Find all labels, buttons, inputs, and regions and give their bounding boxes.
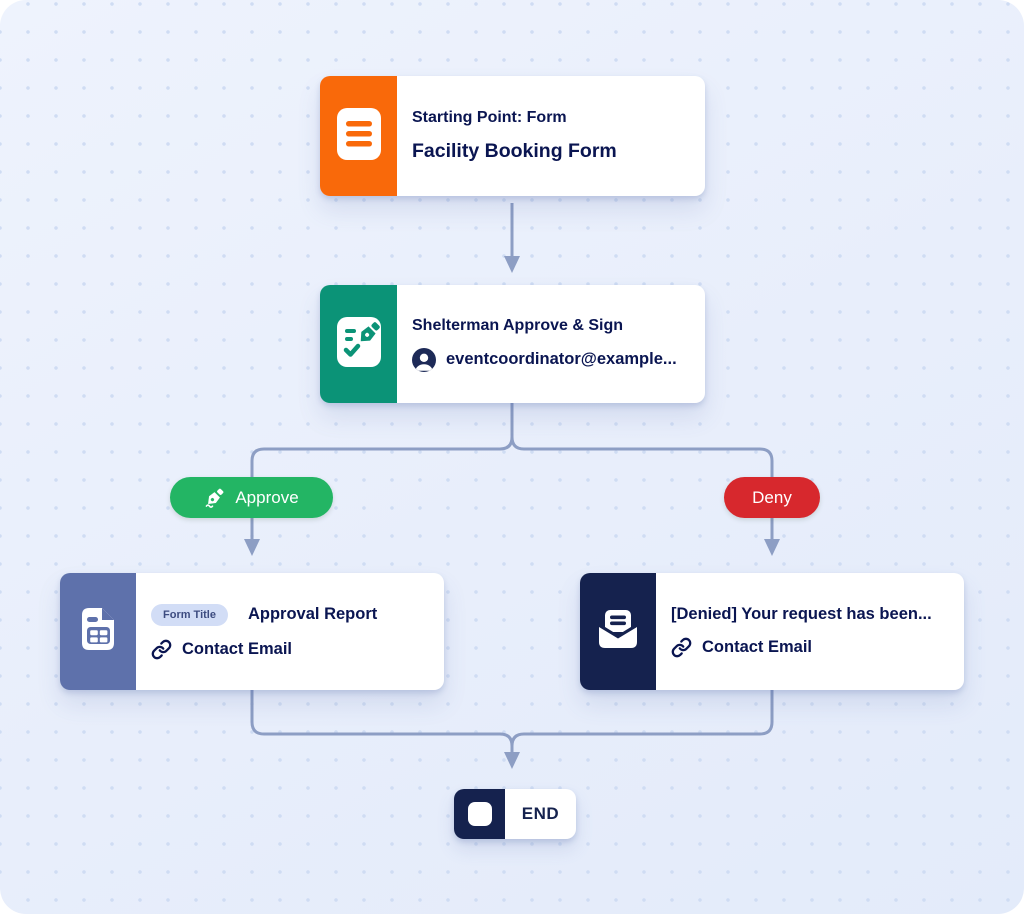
deny-branch-label: Deny [752,487,792,507]
connector-approved-to-end [250,690,514,753]
form-icon [336,107,381,165]
approved-node-title: Approval Report [247,605,378,623]
approved-outcome-node[interactable]: Form Title Approval Report Contact Email [60,573,444,690]
approve-branch-pill[interactable]: Approve [170,477,333,518]
stop-icon [467,802,492,826]
approve-branch-label: Approve [235,487,299,507]
link-icon [151,639,172,660]
approval-node[interactable]: Shelterman Approve & Sign eventcoordinat… [320,285,705,403]
denied-node-accent [580,573,656,690]
connector-approve-branch [250,401,514,540]
link-icon [671,637,692,658]
denied-node-linked-field: Contact Email [702,638,813,656]
end-node-accent [454,789,505,839]
assignee-email: eventcoordinator@example... [446,350,677,368]
approval-node-accent [320,285,397,403]
pen-icon [204,486,227,509]
start-node-kicker: Starting Point: Form [412,109,567,126]
envelope-icon [595,606,641,657]
deny-branch-pill[interactable]: Deny [724,477,820,518]
connector-denied-to-end [510,690,774,753]
report-doc-icon [77,604,119,659]
approved-node-linked-field: Contact Email [182,639,293,658]
connector-deny-branch [510,401,774,540]
approval-node-title: Shelterman Approve & Sign [412,316,623,334]
end-node-label: END [521,804,560,823]
arrowhead-to-denied [764,539,780,556]
end-node[interactable]: END [454,789,576,839]
arrowhead-to-approval [504,256,520,273]
form-title-badge: Form Title [151,603,228,626]
arrowhead-to-approved [244,539,260,556]
approve-sign-icon [336,316,381,372]
start-node-title: Facility Booking Form [412,140,617,162]
denied-outcome-node[interactable]: [Denied] Your request has been... Contac… [580,573,964,690]
avatar-icon [412,347,436,372]
start-node[interactable]: Starting Point: Form Facility Booking Fo… [320,76,705,196]
arrowhead-to-end [504,752,520,769]
start-node-accent [320,76,397,196]
denied-node-title: [Denied] Your request has been... [671,605,932,623]
approved-node-accent [60,573,136,690]
